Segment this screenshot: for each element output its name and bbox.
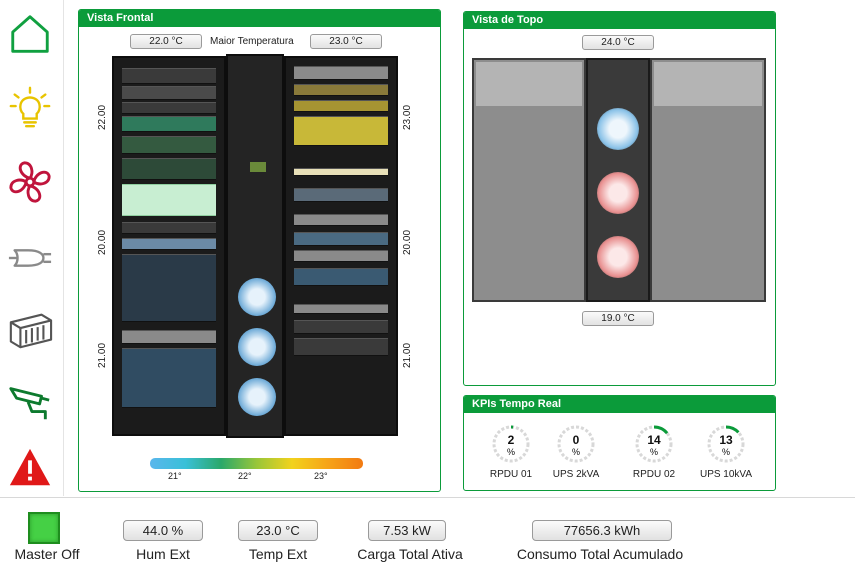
scale-label-3: 23° — [314, 471, 328, 481]
max-temp-label: Maior Temperatura — [210, 36, 294, 47]
plug-icon — [8, 249, 52, 267]
left-rack[interactable] — [112, 56, 226, 436]
top-fan-1 — [597, 108, 639, 150]
center-cooling-cabinet[interactable] — [226, 54, 284, 438]
kpi-gauge — [492, 425, 530, 463]
sidebar-item-cooling[interactable] — [6, 306, 54, 354]
total-energy-label: Consumo Total Acumulado — [516, 546, 684, 562]
sidebar — [0, 0, 64, 496]
kpi-gauge — [635, 425, 673, 463]
top-temp-bottom: 19.0 °C — [582, 311, 654, 326]
kpi-gauge — [557, 425, 595, 463]
right-label-bottom: 21.00 — [402, 342, 413, 368]
fan-icon — [9, 161, 51, 203]
kpi-panel: KPIs Tempo Real — [463, 395, 776, 491]
kpi-value: 0 — [572, 433, 580, 447]
kpi-unit: % — [721, 447, 730, 457]
master-label: Master Off — [14, 546, 80, 562]
top-fan-2 — [597, 172, 639, 214]
master-toggle[interactable] — [28, 512, 60, 544]
kpi-label: UPS 2kVA — [552, 469, 600, 480]
kpi-value: 14 — [647, 433, 661, 447]
cooling-unit-icon — [9, 313, 53, 349]
alert-icon — [9, 448, 51, 486]
front-fan-3 — [238, 378, 276, 416]
front-temp-right: 23.0 °C — [310, 34, 382, 49]
total-load-label: Carga Total Ativa — [357, 546, 463, 562]
front-fan-2 — [238, 328, 276, 366]
kpi-unit: % — [649, 447, 658, 457]
kpi-unit: % — [506, 447, 515, 457]
hum-ext-label: Hum Ext — [136, 546, 190, 562]
left-label-mid: 20.00 — [97, 229, 108, 255]
kpi-unit: % — [571, 447, 580, 457]
scale-label-2: 22° — [238, 471, 252, 481]
scale-label-1: 21° — [168, 471, 182, 481]
display-screen — [250, 162, 266, 172]
kpi-gauge — [707, 425, 745, 463]
kpi-gauge-fill — [492, 425, 530, 463]
camera-icon — [9, 387, 50, 420]
status-bar — [0, 497, 855, 569]
kpi-label: RPDU 01 — [489, 469, 533, 480]
sidebar-item-home[interactable] — [6, 10, 54, 58]
left-label-bottom: 21.00 — [97, 342, 108, 368]
kpi-gauge-fill — [635, 425, 673, 463]
sidebar-item-power[interactable] — [6, 234, 54, 282]
front-temp-left: 22.0 °C — [130, 34, 202, 49]
total-energy-value: 77656.3 kWh — [532, 520, 672, 541]
top-rack-right[interactable] — [650, 58, 766, 302]
front-fan-1 — [238, 278, 276, 316]
hum-ext-value: 44.0 % — [123, 520, 203, 541]
top-fan-3 — [597, 236, 639, 278]
kpi-value: 13 — [719, 433, 733, 447]
total-load-value: 7.53 kW — [368, 520, 446, 541]
top-rack-left[interactable] — [472, 58, 586, 302]
right-label-top: 23.00 — [402, 104, 413, 130]
sidebar-item-alarms[interactable] — [6, 444, 54, 492]
left-label-top: 22.00 — [97, 104, 108, 130]
sidebar-item-lighting[interactable] — [6, 84, 54, 132]
right-label-mid: 20.00 — [402, 229, 413, 255]
lightbulb-icon — [9, 86, 51, 128]
kpi-value: 2 — [507, 433, 515, 447]
kpi-label: RPDU 02 — [632, 469, 676, 480]
kpi-label: UPS 10kVA — [699, 469, 753, 480]
temperature-scale-bar — [150, 458, 363, 469]
temp-ext-label: Temp Ext — [248, 546, 308, 562]
top-view-title: Vista de Topo — [464, 12, 775, 29]
front-view-title: Vista Frontal — [79, 10, 440, 27]
sidebar-item-ventilation[interactable] — [6, 158, 54, 206]
kpi-title: KPIs Tempo Real — [464, 396, 775, 413]
home-icon — [11, 15, 49, 53]
right-rack[interactable] — [284, 56, 398, 436]
top-temp-top: 24.0 °C — [582, 35, 654, 50]
kpi-gauge-fill — [707, 425, 745, 463]
sidebar-item-cctv[interactable] — [6, 378, 54, 426]
top-cooling-unit[interactable] — [586, 58, 650, 302]
temp-ext-value: 23.0 °C — [238, 520, 318, 541]
